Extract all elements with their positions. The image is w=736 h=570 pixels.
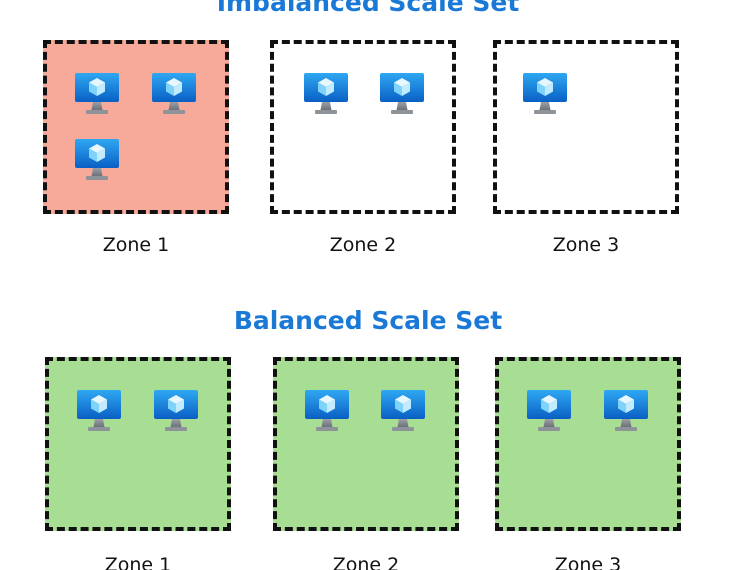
vm-icon: [304, 389, 350, 435]
vm-icon: [303, 72, 349, 118]
imbalanced-title: Imbalanced Scale Set: [216, 0, 520, 17]
imbalanced-zone-2: [270, 40, 456, 214]
vm-icon: [76, 389, 122, 435]
balanced-zone-2: [273, 357, 459, 531]
vm-icon: [526, 389, 572, 435]
imbalanced-zone-2-label: Zone 2: [329, 234, 397, 256]
vm-icon: [603, 389, 649, 435]
vm-icon: [380, 389, 426, 435]
vm-icon: [379, 72, 425, 118]
imbalanced-zone-3-label: Zone 3: [552, 234, 620, 256]
balanced-title: Balanced Scale Set: [233, 306, 503, 335]
vm-icon: [153, 389, 199, 435]
balanced-zone-1-label: Zone 1: [104, 554, 172, 570]
balanced-zone-1: [45, 357, 231, 531]
balanced-zone-2-label: Zone 2: [332, 554, 400, 570]
balanced-zone-3: [495, 357, 681, 531]
vm-icon: [74, 138, 120, 184]
imbalanced-zone-1-label: Zone 1: [102, 234, 170, 256]
imbalanced-zone-3: [493, 40, 679, 214]
vm-icon: [74, 72, 120, 118]
imbalanced-zone-1: [43, 40, 229, 214]
vm-icon: [151, 72, 197, 118]
balanced-zone-3-label: Zone 3: [554, 554, 622, 570]
vm-icon: [522, 72, 568, 118]
